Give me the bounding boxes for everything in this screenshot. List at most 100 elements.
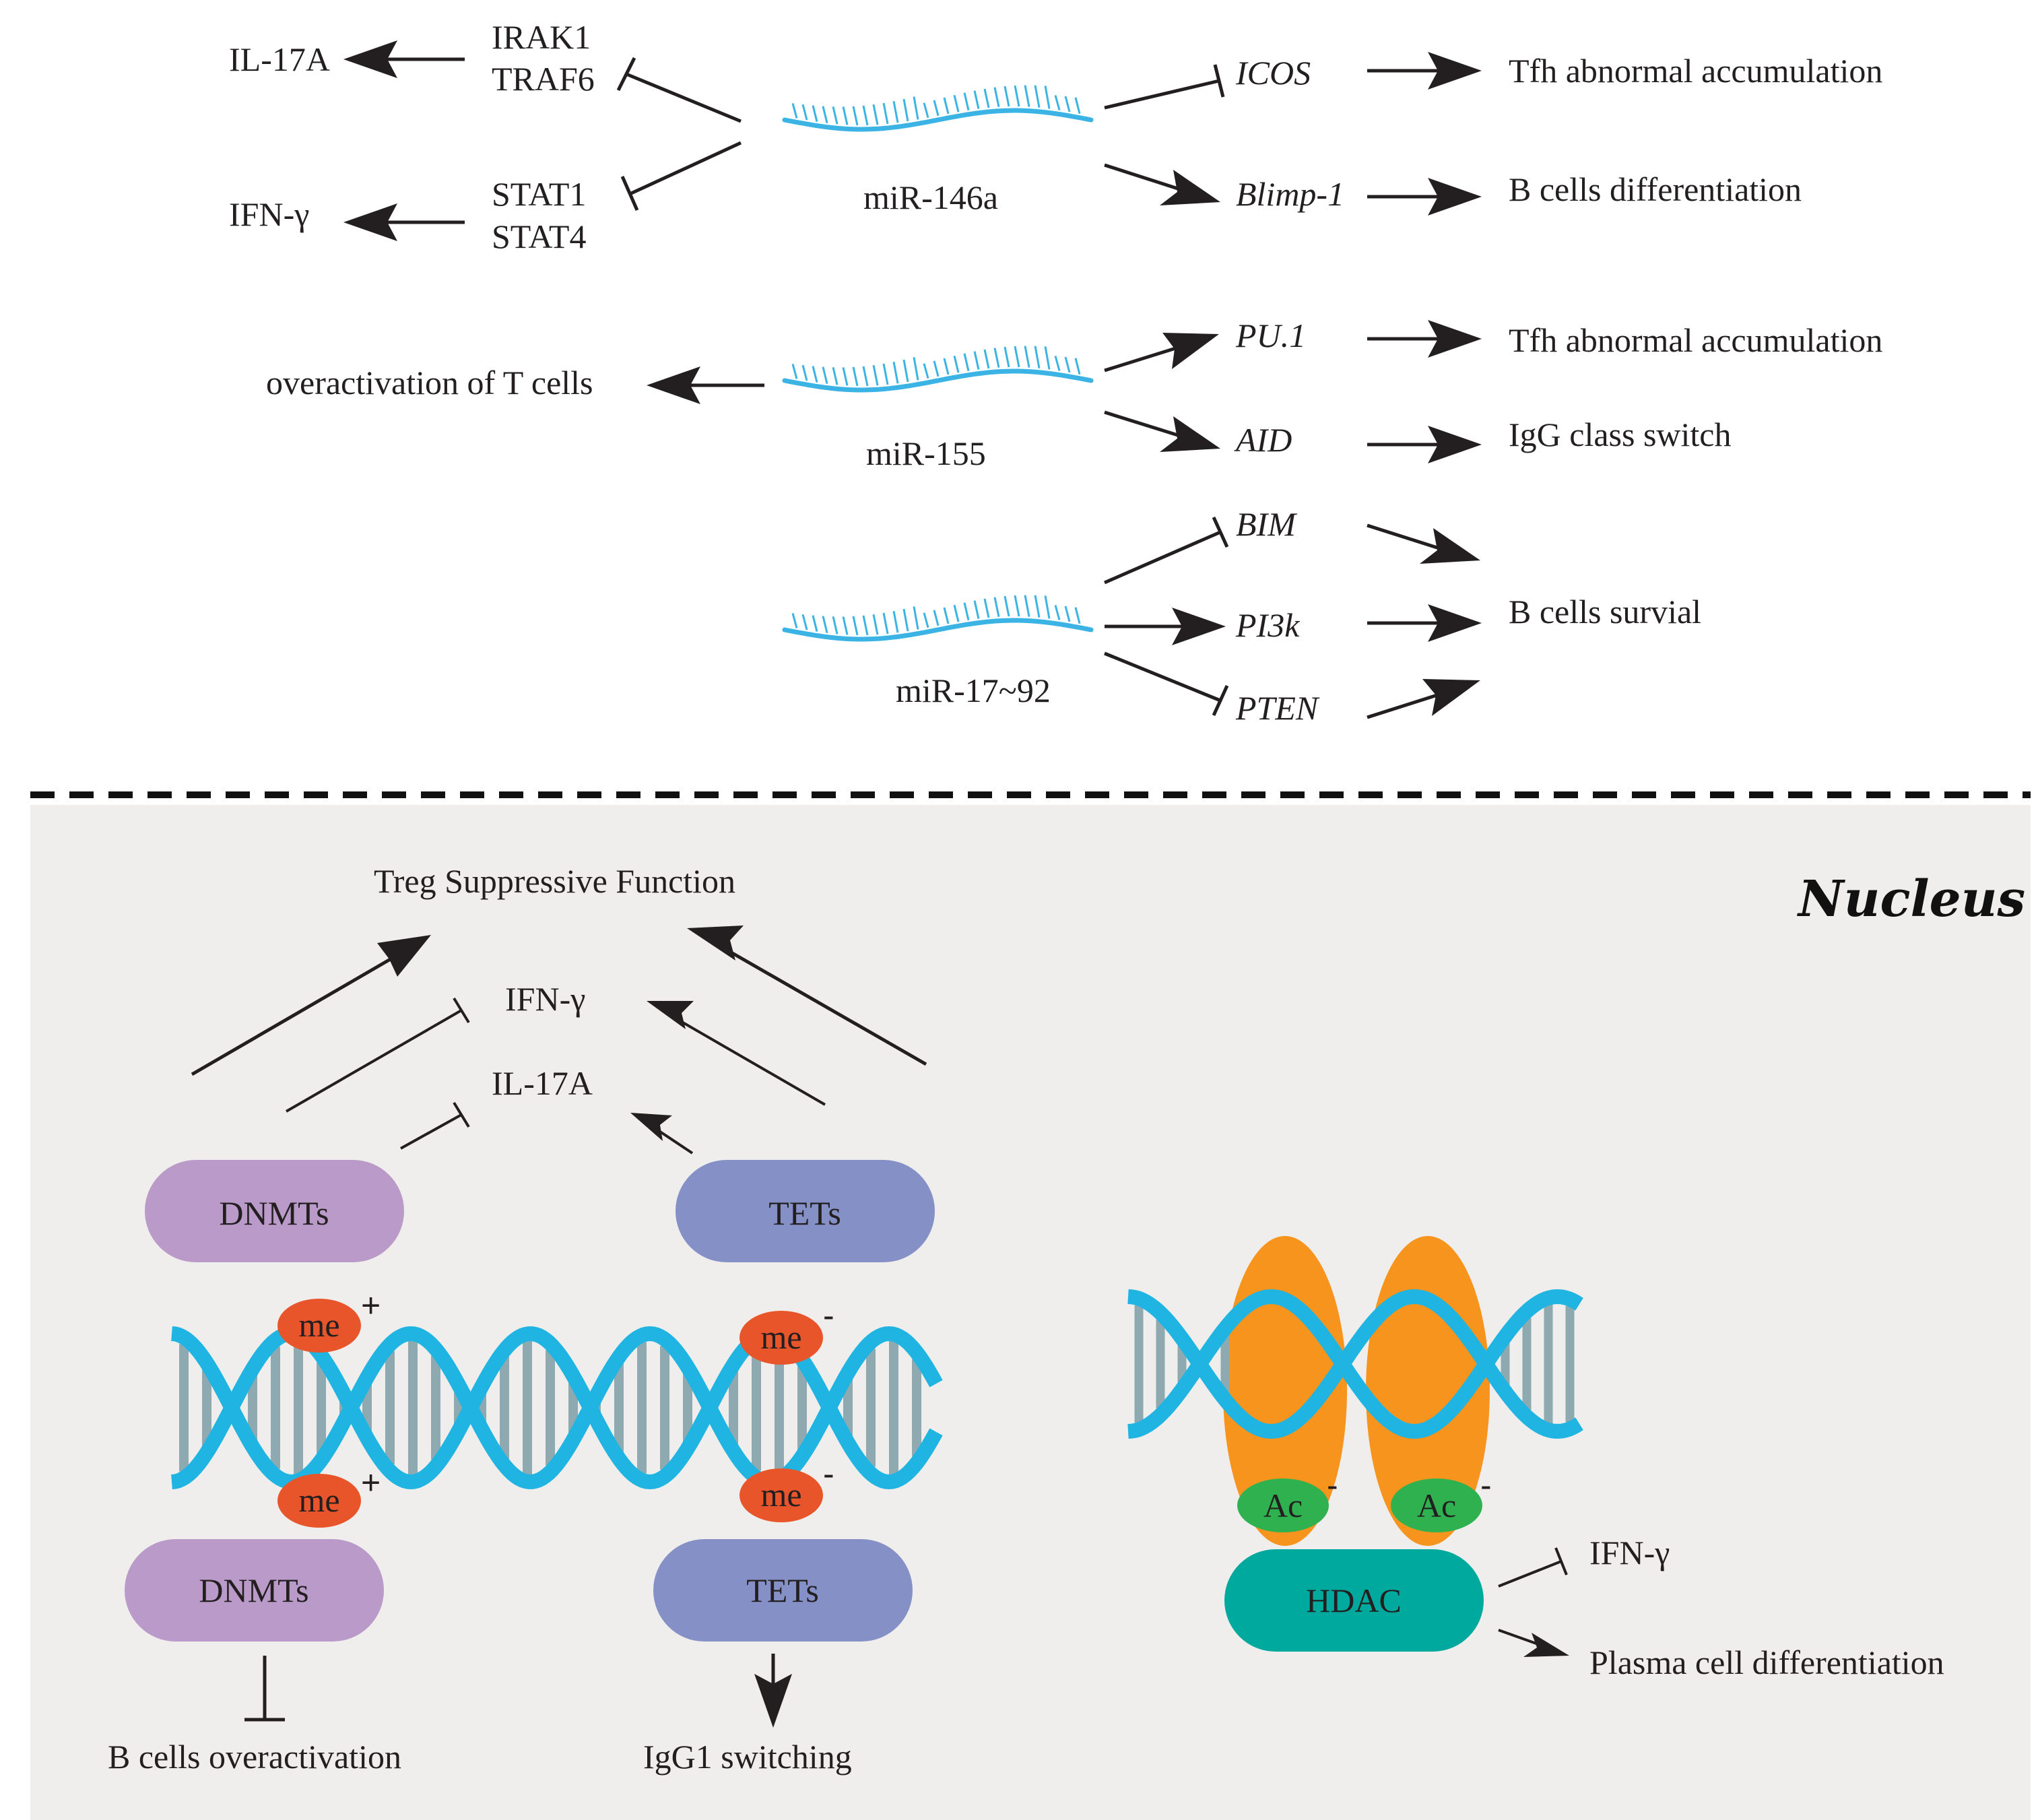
outcome-plasma-cell-differentiation: Plasma cell differentiation bbox=[1589, 1644, 1944, 1681]
inhibit-bar-hdac-ifng bbox=[1554, 1547, 1568, 1575]
tets-label-top: TETs bbox=[768, 1194, 841, 1232]
inhibit-line-hdac-ifng bbox=[1498, 1560, 1562, 1588]
outcome-tfh-accumulation-2: Tfh abnormal accumulation bbox=[1509, 321, 1882, 359]
inhibit-line-mir146a-stat bbox=[628, 141, 742, 196]
outcome-igg1-switching: IgG1 switching bbox=[643, 1738, 852, 1776]
arrowhead-pten-outcome bbox=[1422, 679, 1480, 716]
minus-sign-tet-bottom: - bbox=[823, 1455, 834, 1493]
mir155-label: miR-155 bbox=[866, 434, 986, 472]
hdac-pill bbox=[1224, 1549, 1484, 1652]
il17a-label-mir146a: IL-17A bbox=[229, 40, 330, 78]
tets-pill-top bbox=[676, 1160, 935, 1262]
mir146a-label: miR-146a bbox=[863, 178, 998, 216]
nucleus-title: Nucleus bbox=[1797, 870, 2025, 928]
histone-right bbox=[1366, 1236, 1490, 1546]
methyl-mark-dnmt-top bbox=[277, 1299, 361, 1353]
acetyl-mark-left bbox=[1237, 1478, 1329, 1532]
arrow-line-mir146a-blimp1 bbox=[1104, 163, 1183, 192]
outcome-b-cells-differentiation: B cells differentiation bbox=[1509, 170, 1802, 208]
mirna-shape-1792 bbox=[782, 595, 1094, 642]
ac-label-right: Ac bbox=[1417, 1487, 1456, 1524]
arrowhead-pi3k bbox=[1172, 608, 1226, 645]
arrowhead-t-cell bbox=[647, 366, 700, 404]
arrow-line-mir155-pu1 bbox=[1104, 345, 1181, 372]
arrowhead-tet-il17a bbox=[630, 1113, 672, 1141]
inhibit-line-dnmt-il17a bbox=[400, 1113, 462, 1150]
inhibit-bar-pten bbox=[1212, 684, 1229, 717]
mir1792-label: miR-17~92 bbox=[896, 672, 1051, 709]
methyl-mark-dnmt-bottom bbox=[277, 1474, 361, 1528]
arrowhead-ifng bbox=[343, 203, 397, 241]
outcome-igg-class-switch: IgG class switch bbox=[1509, 416, 1732, 453]
gene-bim: BIM bbox=[1236, 505, 1297, 543]
arrowhead-tet-igg1 bbox=[754, 1674, 792, 1728]
gene-irak1: IRAK1 bbox=[492, 18, 591, 56]
dnmts-label-top: DNMTs bbox=[219, 1194, 329, 1232]
inhibit-bar-irak1 bbox=[616, 57, 636, 92]
me-label-tet-bottom: me bbox=[760, 1476, 801, 1514]
dnmts-label-bottom: DNMTs bbox=[199, 1571, 308, 1609]
mirna-shapes bbox=[782, 85, 1094, 642]
inhibit-bar-dnmt-il17a bbox=[453, 1101, 470, 1128]
ifng-label-mir146a: IFN-γ bbox=[229, 195, 309, 233]
inhibit-line-mir146a-icos bbox=[1104, 79, 1220, 110]
hdac-label: HDAC bbox=[1306, 1582, 1402, 1619]
arrowhead-dnmt-treg bbox=[377, 935, 431, 977]
methyl-mark-tet-bottom bbox=[739, 1468, 823, 1522]
dnmts-pill-top bbox=[145, 1160, 404, 1262]
inhibit-line-mir1792-bim bbox=[1104, 530, 1221, 585]
arrow-tet-ifng bbox=[672, 1016, 826, 1106]
gene-stat1: STAT1 bbox=[492, 175, 586, 213]
arrowhead-il17a bbox=[343, 40, 397, 78]
arrowhead-pu1 bbox=[1162, 333, 1219, 369]
me-label-dnmt-top: me bbox=[298, 1306, 339, 1344]
arrowhead-blimp1-outcome bbox=[1428, 178, 1482, 216]
me-label-dnmt-bottom: me bbox=[298, 1481, 339, 1519]
tets-label-bottom: TETs bbox=[746, 1571, 819, 1609]
dna-histone-wrap bbox=[1127, 1289, 1583, 1439]
arrow-line-mir155-aid bbox=[1104, 410, 1183, 438]
outcome-b-cells-survival: B cells survial bbox=[1509, 593, 1701, 630]
arrow-tet-treg bbox=[719, 944, 927, 1066]
plus-sign-dnmt-bottom: + bbox=[361, 1464, 381, 1501]
me-label-tet-top: me bbox=[760, 1318, 801, 1356]
histone-left bbox=[1223, 1236, 1347, 1546]
arrowhead-pi3k-outcome bbox=[1428, 604, 1482, 642]
arrow-dnmt-treg bbox=[191, 953, 399, 1076]
minus-sign-tet-top: - bbox=[823, 1297, 834, 1334]
ifng-label-hdac: IFN-γ bbox=[1589, 1534, 1670, 1571]
gene-icos: ICOS bbox=[1235, 54, 1311, 92]
arrowhead-hdac-plasma bbox=[1523, 1633, 1569, 1657]
methyl-mark-tet-top bbox=[739, 1311, 823, 1365]
treg-suppressive-function: Treg Suppressive Function bbox=[374, 862, 735, 900]
arrowhead-pu1-outcome bbox=[1428, 320, 1482, 358]
inhibit-line-mir146a-irak1 bbox=[626, 72, 742, 123]
arrowhead-aid-outcome bbox=[1428, 426, 1482, 463]
arrowhead-blimp1 bbox=[1160, 170, 1220, 205]
tets-pill-bottom bbox=[653, 1539, 913, 1642]
gene-pi3k: PI3k bbox=[1235, 606, 1300, 644]
arrow-bim-outcome bbox=[1367, 523, 1442, 551]
arrowhead-tet-ifng bbox=[647, 1001, 694, 1029]
arrowhead-aid bbox=[1160, 416, 1220, 452]
inhibit-bar-icos bbox=[1213, 64, 1225, 98]
gene-pten: PTEN bbox=[1235, 689, 1320, 727]
gene-traf6: TRAF6 bbox=[492, 60, 595, 98]
outcome-b-cells-overactivation: B cells overactivation bbox=[108, 1738, 401, 1776]
plus-sign-dnmt-top: + bbox=[361, 1287, 381, 1324]
gene-blimp1: Blimp-1 bbox=[1236, 175, 1344, 213]
ac-label-left: Ac bbox=[1263, 1487, 1303, 1524]
mirna-shape-146a bbox=[782, 85, 1094, 132]
minus-sign-ac-left: - bbox=[1327, 1466, 1338, 1504]
outcome-tfh-accumulation-1: Tfh abnormal accumulation bbox=[1509, 52, 1882, 90]
minus-sign-ac-right: - bbox=[1480, 1466, 1492, 1504]
gene-stat4: STAT4 bbox=[492, 218, 586, 255]
effect-t-cell-overactivation: overactivation of T cells bbox=[266, 364, 593, 401]
ifng-label-nucleus: IFN-γ bbox=[505, 980, 585, 1018]
inhibit-line-dnmt-ifng bbox=[286, 1009, 462, 1113]
inhibit-bar-bim bbox=[1212, 516, 1229, 548]
arrowhead-bim-outcome bbox=[1420, 528, 1480, 564]
arrow-pten-outcome bbox=[1367, 692, 1442, 719]
